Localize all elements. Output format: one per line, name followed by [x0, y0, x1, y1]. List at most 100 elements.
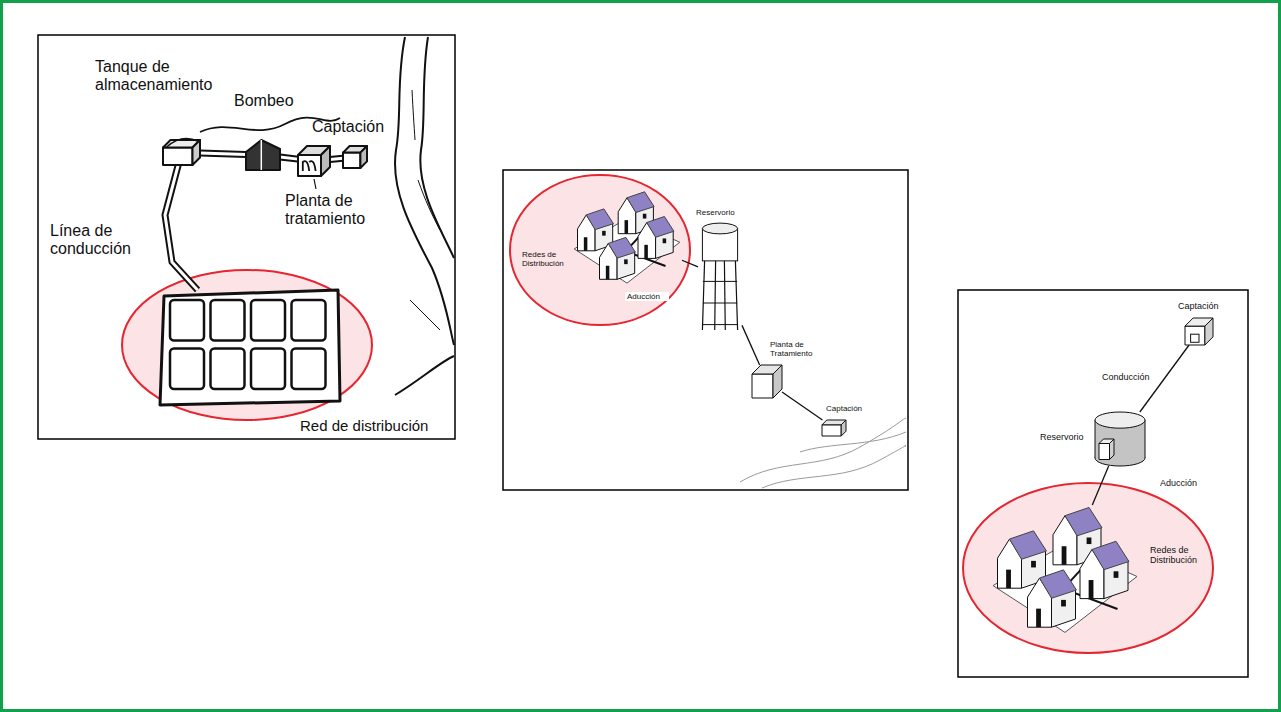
- component-icon: [343, 146, 367, 168]
- pipe-inner: [280, 157, 298, 159]
- icon-shape: [163, 140, 200, 148]
- component-label: Tanque de almacenamiento: [95, 58, 235, 95]
- intake-box: Captación: [1185, 318, 1213, 345]
- icon-shape: [1185, 326, 1205, 345]
- pipe-line-thin: [682, 260, 698, 267]
- icon-shape: [298, 155, 321, 176]
- highlight-ellipse: [510, 175, 690, 325]
- house-window: [643, 214, 647, 219]
- leader-line: [314, 179, 316, 189]
- intake-box: Captación: [343, 146, 367, 168]
- icon-shape: [600, 243, 618, 279]
- icon-stroke: [1095, 420, 1096, 458]
- icon-shape: [163, 148, 193, 166]
- city-block: [251, 349, 285, 390]
- icon-shape: [1110, 439, 1115, 460]
- icon-shape: [360, 146, 367, 168]
- icon-shape: [841, 420, 846, 436]
- highlight-ellipse: [122, 270, 372, 420]
- icon-stroke: [589, 238, 666, 267]
- pipe-inner: [165, 165, 198, 290]
- component-label: Bombeo: [234, 92, 314, 110]
- component-label: Captación: [312, 118, 402, 136]
- icon-shape: [656, 230, 674, 258]
- distribution-network: Redes de Distribución: [572, 190, 682, 285]
- pipe-line: [330, 158, 343, 159]
- icon-stroke: [605, 226, 649, 274]
- pipe-label: Aducción: [1158, 478, 1207, 488]
- icon-shape: [246, 140, 280, 170]
- icon-shape: [608, 237, 635, 258]
- component-icon: [698, 222, 742, 330]
- house-door: [1062, 546, 1067, 565]
- component-label: Captación: [826, 404, 876, 413]
- component-label: Reservorio: [1040, 432, 1095, 442]
- city-block: [292, 349, 326, 390]
- tank-body: [1095, 420, 1145, 458]
- icon-shape: [636, 206, 654, 234]
- house-window: [663, 238, 667, 243]
- component-label: Redes de Distribución: [1150, 545, 1205, 566]
- component-icon: [822, 420, 846, 436]
- tank-top: [1095, 412, 1145, 428]
- pipe-label: Línea de conducción: [48, 222, 152, 259]
- house-door: [1006, 570, 1011, 589]
- distribution-grid: Red de distribución: [160, 290, 340, 405]
- icon-shape: [822, 425, 841, 436]
- icon-shape: [773, 365, 782, 398]
- reservoir-tank: Reservorio: [1095, 412, 1145, 466]
- icon-shape: [1205, 318, 1213, 345]
- pipe-line-thin: [782, 392, 822, 420]
- icon-shape: [1080, 549, 1104, 598]
- house-window: [624, 259, 628, 264]
- icon-shape: [1053, 516, 1077, 565]
- icon-shape: [752, 365, 782, 374]
- tank-dome: [167, 139, 198, 147]
- pipe-line: [200, 153, 246, 154]
- pipe-inner: [200, 153, 246, 154]
- icon-shape: [1104, 560, 1128, 598]
- component-icon: [752, 365, 782, 398]
- panel-frame: [958, 290, 1248, 677]
- component-icon: [1095, 412, 1145, 466]
- city-block: [211, 300, 245, 341]
- house-door: [625, 220, 629, 234]
- icon-shape: [343, 153, 360, 168]
- outlet-box: [1099, 439, 1114, 460]
- pipe-line-thin: [1092, 466, 1108, 505]
- component-label: Planta de Tratamiento: [770, 340, 820, 358]
- panel-frame: [38, 35, 455, 439]
- house-door: [1089, 580, 1094, 599]
- icon-shape: [998, 539, 1022, 588]
- icon-shape: [1028, 578, 1052, 627]
- component-label: Reservorio: [696, 208, 756, 217]
- icon-shape: [647, 217, 674, 238]
- river-bank: [762, 445, 906, 488]
- city-block: [292, 300, 326, 341]
- icon-shape: [343, 146, 367, 153]
- plant-symbol: [303, 161, 316, 171]
- pipe-line: [280, 157, 298, 159]
- distribution-network: Redes de Distribución: [990, 505, 1140, 635]
- icon-stroke: [703, 324, 737, 325]
- house-door: [644, 245, 648, 259]
- icon-stroke: [1035, 554, 1095, 619]
- icon-stroke: [1145, 420, 1146, 458]
- icon-shape: [752, 374, 773, 398]
- house-window: [602, 231, 606, 236]
- tank-bottom: [1095, 450, 1145, 466]
- icon-shape: [574, 219, 680, 284]
- icon-stroke: [1013, 570, 1118, 609]
- house-door: [606, 266, 610, 280]
- treatment-plant: Planta de tratamiento: [298, 146, 330, 176]
- icon-shape: [822, 420, 846, 425]
- hill-line: [200, 118, 340, 132]
- component-icon: [160, 290, 340, 405]
- icon-stroke: [735, 261, 737, 330]
- pipe-inner: [330, 158, 343, 159]
- pipe-line-thin: [742, 325, 760, 365]
- river-bank: [395, 356, 454, 395]
